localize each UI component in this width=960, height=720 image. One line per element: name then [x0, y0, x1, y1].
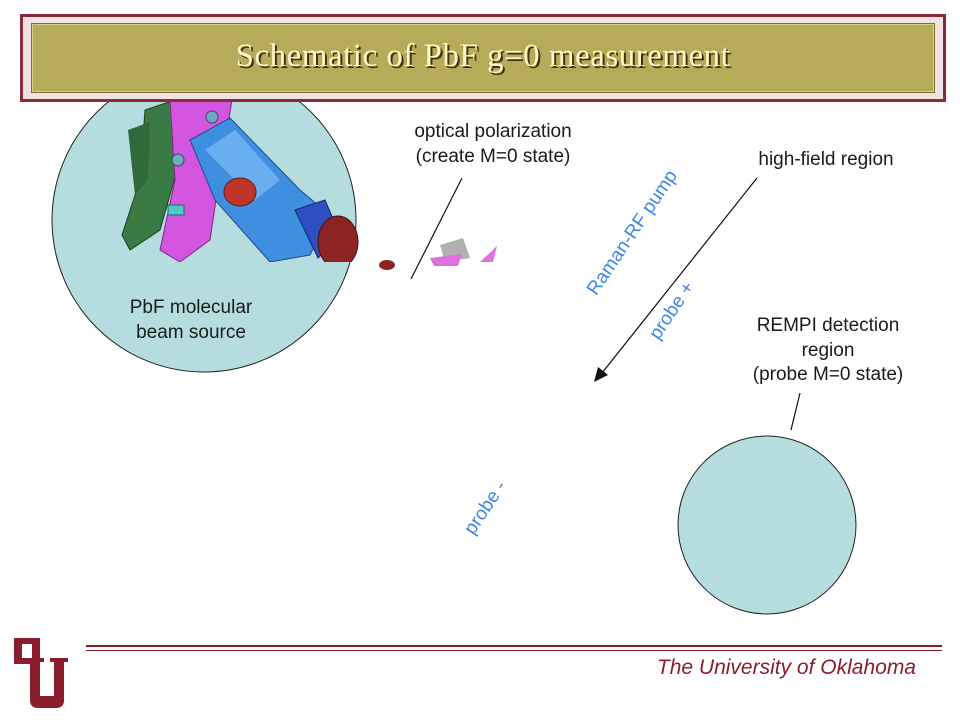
- beam-source-apparatus: [121, 100, 497, 270]
- title-banner-inner: Schematic of PbF g=0 measurement: [31, 23, 935, 93]
- high-field-label: high-field region: [716, 148, 936, 173]
- rempi-label-line2: region: [801, 339, 855, 361]
- rempi-label-line3: (probe M=0 state): [752, 364, 904, 386]
- source-label-line2: beam source: [136, 321, 246, 343]
- ou-logo-icon: [14, 638, 68, 708]
- optical-label-line2: (create M=0 state): [415, 145, 571, 167]
- rempi-label-line1: REMPI detection: [756, 315, 900, 336]
- footer-rule: [86, 645, 942, 647]
- university-name: The University of Oklahoma: [656, 656, 916, 679]
- source-label: PbF molecular beam source: [96, 296, 286, 345]
- title-banner: Schematic of PbF g=0 measurement: [20, 14, 946, 102]
- high-field-text: high-field region: [758, 149, 894, 170]
- rempi-label: REMPI detection region (probe M=0 state): [718, 314, 938, 388]
- page-title: Schematic of PbF g=0 measurement: [235, 38, 731, 74]
- rempi-leader-line: [790, 392, 801, 431]
- high-field-arrow: [594, 177, 758, 382]
- source-label-line1: PbF molecular: [129, 297, 253, 318]
- footer-rule-thin: [86, 650, 942, 651]
- optical-leader-line: [410, 177, 463, 280]
- optical-label-line1: optical polarization: [414, 121, 572, 142]
- rempi-region-circle: [677, 435, 857, 615]
- optical-polarization-label: optical polarization (create M=0 state): [378, 120, 608, 169]
